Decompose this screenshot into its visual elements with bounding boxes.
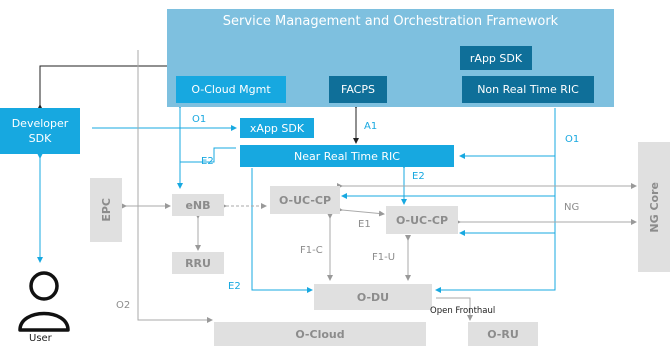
ng-core-box: NG Core xyxy=(638,142,670,272)
o1-left-label: O1 xyxy=(192,114,207,125)
o-cloud-box: O-Cloud xyxy=(214,322,426,346)
near-rt-ric-box: Near Real Time RIC xyxy=(240,145,454,167)
open-fronthaul-label: Open Fronthaul xyxy=(430,306,496,316)
ouc-cp-box-2: O-UC-CP xyxy=(386,206,458,234)
non-rt-ric-box: Non Real Time RIC xyxy=(462,76,594,103)
o1-to-ric-link xyxy=(180,147,236,163)
ng-label: NG xyxy=(564,202,580,213)
rru-box: RRU xyxy=(172,252,224,274)
user-label: User xyxy=(29,333,52,344)
facps-box: FACPS xyxy=(329,76,387,103)
epc-box: EPC xyxy=(90,178,122,242)
o1-right-label: O1 xyxy=(565,134,580,145)
f1u-label: F1-U xyxy=(372,252,396,263)
o2-link xyxy=(137,50,213,323)
f1c-label: F1-C xyxy=(300,245,323,256)
a1-label: A1 xyxy=(364,121,378,132)
ouc-cp-box-1: O-UC-CP xyxy=(270,186,340,214)
developer-sdk-box: Developer SDK xyxy=(0,108,80,154)
enb-box: eNB xyxy=(172,194,224,216)
e2-bottom-label: E2 xyxy=(228,281,241,292)
e2-top-left-label: E2 xyxy=(201,156,214,167)
smo-title: Service Management and Orchestration Fra… xyxy=(222,14,559,29)
o2-label: O2 xyxy=(116,300,131,311)
e1-label: E1 xyxy=(358,219,371,230)
user-icon xyxy=(18,271,70,332)
o-du-box: O-DU xyxy=(314,284,432,310)
rapp-sdk-box: rApp SDK xyxy=(460,46,532,70)
o-ru-box: O-RU xyxy=(468,322,538,346)
ocloud-mgmt-box: O-Cloud Mgmt xyxy=(176,76,286,103)
e2-right-label: E2 xyxy=(412,171,425,182)
xapp-sdk-box: xApp SDK xyxy=(240,118,314,138)
o1-right-link xyxy=(435,108,556,293)
